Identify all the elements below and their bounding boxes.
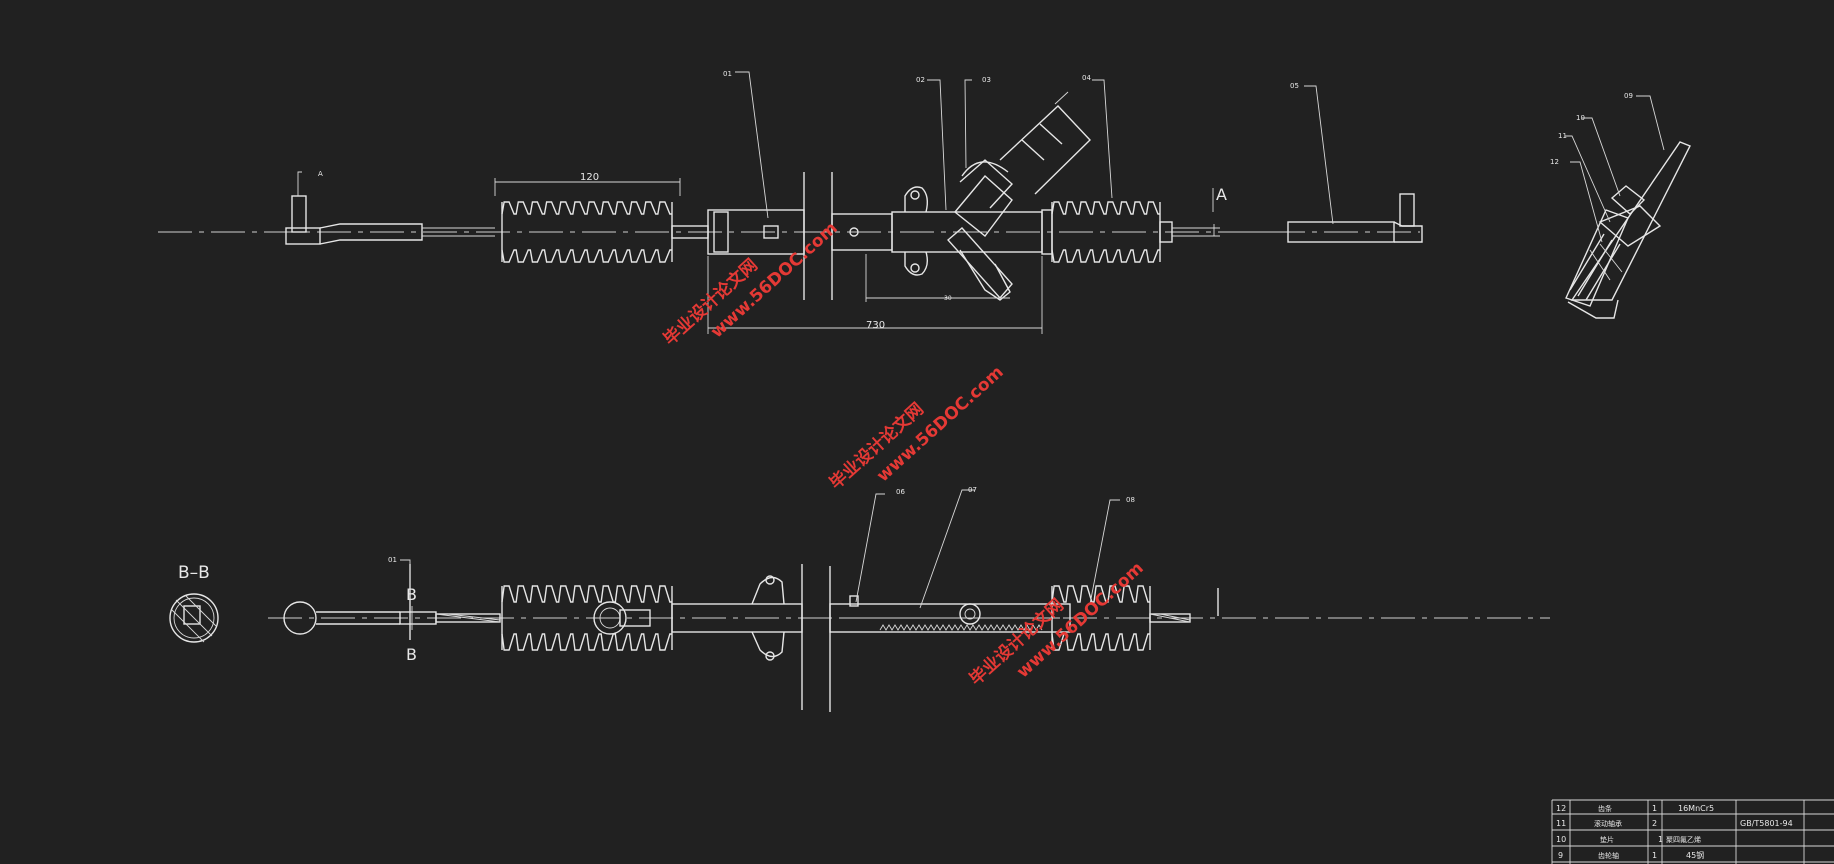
view-letter-large: A [1216,185,1227,204]
leader-lines [297,71,1334,236]
part-label-06: 06 [896,488,905,496]
bom-table: 12 齿条 1 16MnCr5 11 滚动轴承 2 GB/T5801-94 10… [1551,799,1834,864]
bom-row-4-name: 齿轮轴 [1598,851,1619,860]
dim-overall: 730 [866,320,885,331]
part-label-07: 07 [968,486,977,494]
part-label-04: 04 [1082,74,1091,82]
section-b-b: B–B [169,563,219,643]
bom-row-2-qty: 2 [1652,819,1657,828]
part-label-12: 12 [1550,158,1559,166]
bom-row-1-material: 16MnCr5 [1678,804,1714,813]
watermark-3: 毕业设计论文网 www.56DOC.com [965,558,1147,689]
bom-row-2-name: 滚动轴承 [1594,819,1622,828]
watermark-2: 毕业设计论文网 www.56DOC.com [825,362,1007,493]
left-bellows [501,201,673,263]
right-tie-rod [1159,193,1423,243]
bom-row-4-material: 45钢 [1686,850,1704,860]
right-bellows [1051,201,1161,263]
bom-row-4-no: 9 [1558,851,1563,860]
part-label-10: 10 [1576,114,1585,122]
bottom-section-view: 01 06 07 08 B B [268,486,1550,712]
view-letter-small: A [318,170,323,178]
part-label-11: 11 [1558,132,1567,140]
bom-row-3-name: 垫片 [1600,835,1614,844]
top-view: 01 02 03 04 05 A A 120 730 30 [158,70,1423,334]
bom-row-3-qty: 1 [1658,835,1663,844]
part-label-03: 03 [982,76,991,84]
dim-boot-length: 120 [580,172,599,183]
bom-row-4-qty: 1 [1652,851,1657,860]
part-label-02: 02 [916,76,925,84]
section-letter-top: B [406,585,417,604]
bom-row-1-qty: 1 [1652,804,1657,813]
part-label-01: 01 [723,70,732,78]
part-label-05: 05 [1290,82,1299,90]
dimension-lines [494,178,1043,334]
bom-row-1-name: 齿条 [1598,804,1612,813]
bom-row-3-no: 10 [1556,835,1566,844]
watermark-1: 毕业设计论文网 www.56DOC.com [659,218,841,349]
rack-teeth [879,624,1043,631]
bom-row-2-std: GB/T5801-94 [1740,819,1793,828]
bom-row-1-no: 12 [1556,804,1566,813]
bom-row-3-material: 聚四氟乙烯 [1666,835,1701,844]
section-letter-bottom: B [406,645,417,664]
part-label-08: 08 [1126,496,1135,504]
left-tie-rod-end [285,195,495,245]
pinion-detail-view: 09 10 11 12 [1550,92,1691,319]
bom-row-2-no: 11 [1556,819,1566,828]
gear-housing [831,91,1091,301]
dim-small: 30 [944,295,952,302]
part-label-01-section: 01 [388,556,397,564]
section-label: B–B [178,563,210,583]
part-label-09: 09 [1624,92,1633,100]
